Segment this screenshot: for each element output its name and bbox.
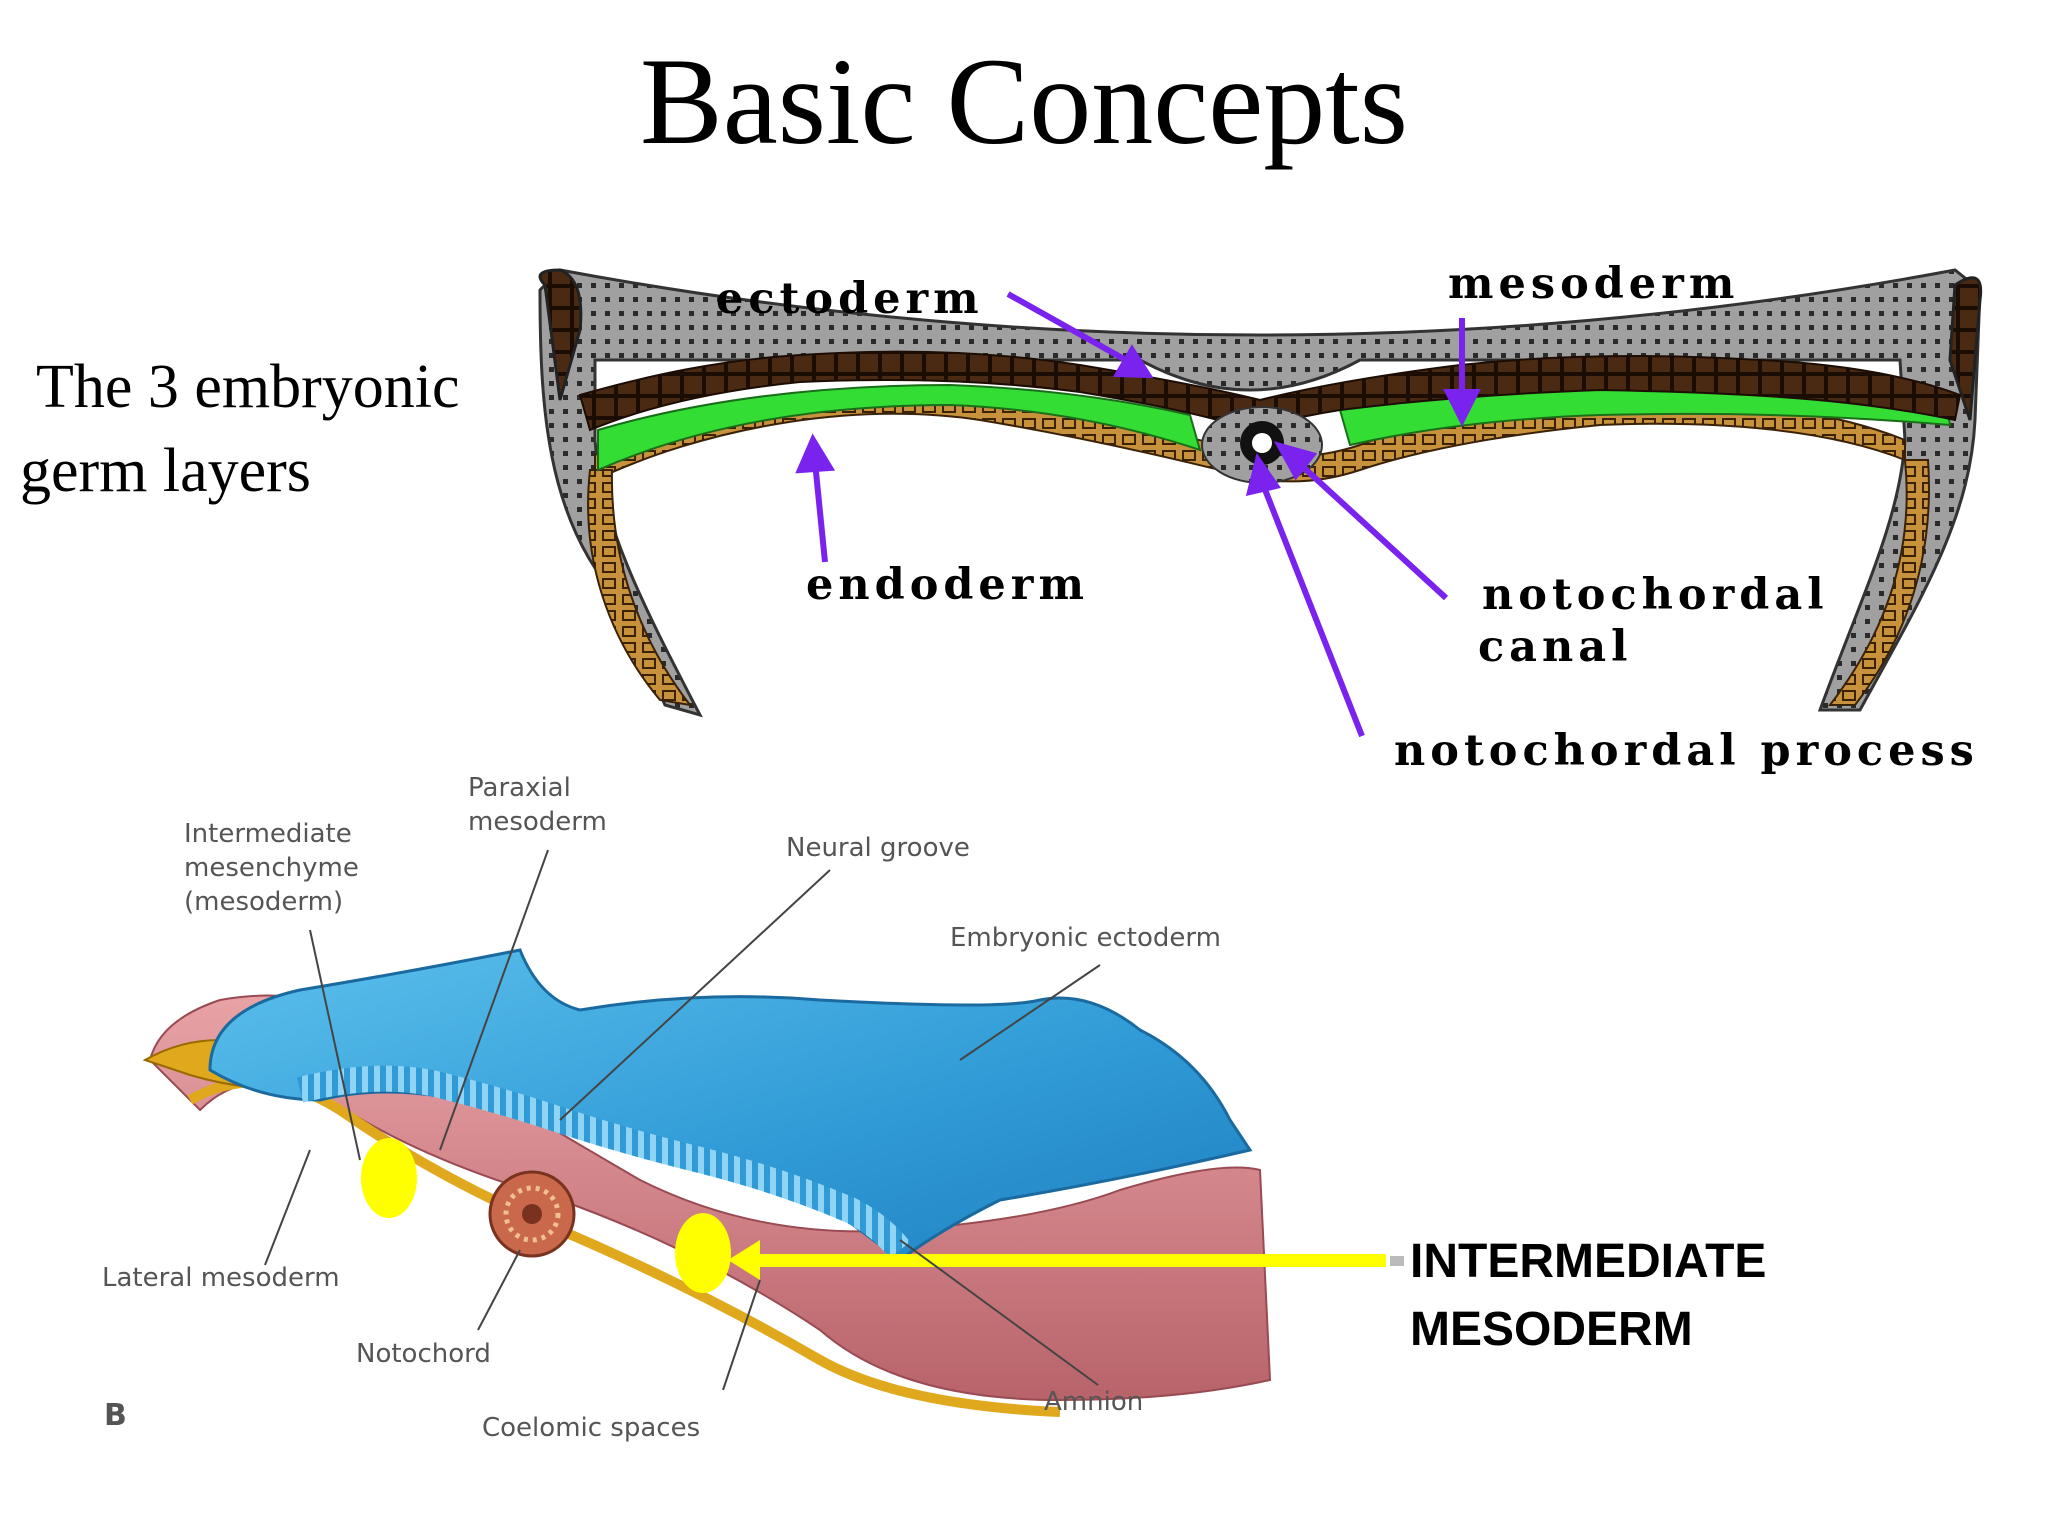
label-notochordal-canal-line1: notochordal: [1482, 570, 1829, 620]
label-notochordal-process: notochordal process: [1394, 726, 1979, 776]
label-amnion: Amnion: [1044, 1387, 1144, 1417]
subtitle-line2: germ layers: [20, 437, 311, 505]
label-lateral-mesoderm: Lateral mesoderm: [102, 1263, 340, 1293]
ectoderm-arrow: [1006, 291, 1142, 371]
callout-line1: INTERMEDIATE: [1410, 1235, 1767, 1288]
notochordal-process-arrow: [1259, 480, 1365, 738]
leader-lines: [264, 849, 1101, 1391]
label-paraxial-line2: mesoderm: [468, 807, 607, 837]
subtitle-line1: The 3 embryonic: [36, 353, 460, 421]
slide-title: Basic Concepts: [640, 33, 1408, 170]
callout-arrow: [728, 1240, 1404, 1280]
highlight-ellipse-1: [361, 1138, 417, 1218]
endoderm-left-lining: [587, 469, 693, 707]
panel-letter: B: [104, 1398, 127, 1433]
label-ectoderm: ectoderm: [716, 274, 984, 324]
label-neural-groove: Neural groove: [786, 833, 970, 863]
callout-line2: MESODERM: [1410, 1303, 1693, 1356]
notochordal-canal-arrow: [1287, 452, 1449, 601]
label-embryonic-ectoderm: Embryonic ectoderm: [950, 923, 1221, 953]
label-coelomic-spaces: Coelomic spaces: [482, 1413, 701, 1443]
left-tip: [538, 268, 583, 401]
endoderm-right-lining: [1827, 459, 1930, 706]
label-notochord: Notochord: [356, 1339, 491, 1369]
label-intermediate-line2: mesenchyme: [184, 853, 359, 883]
label-arrows: [795, 291, 1481, 738]
label-intermediate-line3: (mesoderm): [184, 887, 344, 917]
endoderm-arrow: [812, 461, 828, 563]
label-paraxial-line1: Paraxial: [468, 773, 571, 803]
label-mesoderm: mesoderm: [1448, 259, 1740, 309]
label-notochordal-canal-line2: canal: [1478, 622, 1633, 672]
label-endoderm: endoderm: [806, 560, 1089, 610]
mesoderm-left: [597, 383, 1202, 472]
embryo-wall: [538, 268, 1982, 718]
label-intermediate-line1: Intermediate: [184, 819, 352, 849]
neural-groove-ridge: [296, 1065, 911, 1259]
highlight-ellipse-2: [675, 1213, 731, 1293]
ectoderm-layer: [578, 350, 1962, 432]
right-tip: [1948, 276, 1983, 421]
